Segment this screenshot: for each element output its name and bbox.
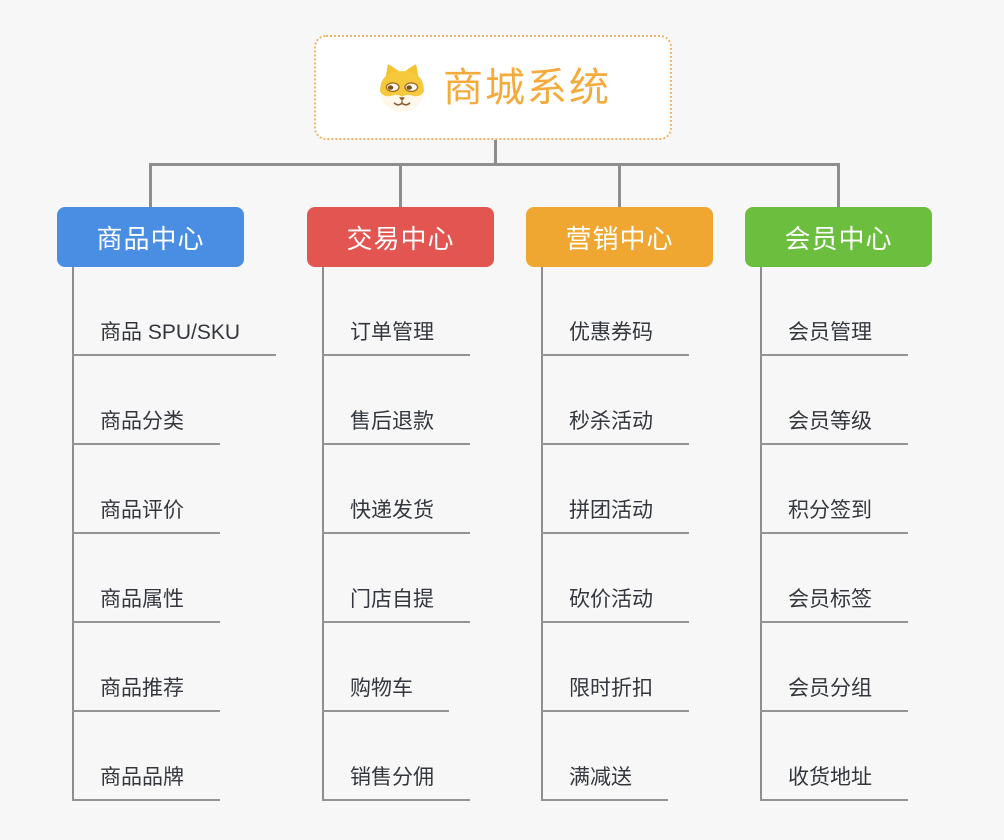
branch-item[interactable]: 优惠券码 — [541, 318, 689, 356]
branch-item[interactable]: 会员分组 — [760, 674, 908, 712]
dog-face-icon — [375, 61, 429, 115]
branch-item[interactable]: 会员等级 — [760, 407, 908, 445]
branch-node[interactable]: 会员中心 — [745, 207, 932, 267]
branch-item[interactable]: 商品 SPU/SKU — [72, 318, 277, 356]
branch-item[interactable]: 门店自提 — [322, 585, 470, 623]
branch-item[interactable]: 秒杀活动 — [541, 407, 689, 445]
branch-item[interactable]: 满减送 — [541, 763, 668, 801]
branch-item[interactable]: 商品品牌 — [72, 763, 220, 801]
branch-item[interactable]: 商品属性 — [72, 585, 220, 623]
branch-item[interactable]: 订单管理 — [322, 318, 470, 356]
branch-node[interactable]: 营销中心 — [526, 207, 713, 267]
branch-item[interactable]: 购物车 — [322, 674, 449, 712]
branch-item[interactable]: 商品评价 — [72, 496, 220, 534]
branch-item[interactable]: 会员管理 — [760, 318, 908, 356]
branch-item[interactable]: 销售分佣 — [322, 763, 470, 801]
branch-item[interactable]: 收货地址 — [760, 763, 908, 801]
branch-item[interactable]: 售后退款 — [322, 407, 470, 445]
root-node[interactable]: 商城系统 — [314, 35, 672, 140]
branch-drop-line — [837, 163, 840, 208]
branch-node[interactable]: 商品中心 — [57, 207, 244, 267]
branch-item[interactable]: 商品分类 — [72, 407, 220, 445]
branch-drop-line — [618, 163, 621, 208]
branch-item[interactable]: 砍价活动 — [541, 585, 689, 623]
root-title: 商城系统 — [443, 65, 611, 110]
branch-item[interactable]: 积分签到 — [760, 496, 908, 534]
branch-item[interactable]: 商品推荐 — [72, 674, 220, 712]
branch-item[interactable]: 限时折扣 — [541, 674, 689, 712]
branch-drop-line — [149, 163, 152, 208]
branch-node[interactable]: 交易中心 — [307, 207, 494, 267]
branch-item[interactable]: 会员标签 — [760, 585, 908, 623]
branch-bus-line — [149, 163, 840, 166]
branch-item[interactable]: 拼团活动 — [541, 496, 689, 534]
branch-drop-line — [399, 163, 402, 208]
root-stem-line — [494, 140, 497, 164]
branch-item[interactable]: 快递发货 — [322, 496, 470, 534]
